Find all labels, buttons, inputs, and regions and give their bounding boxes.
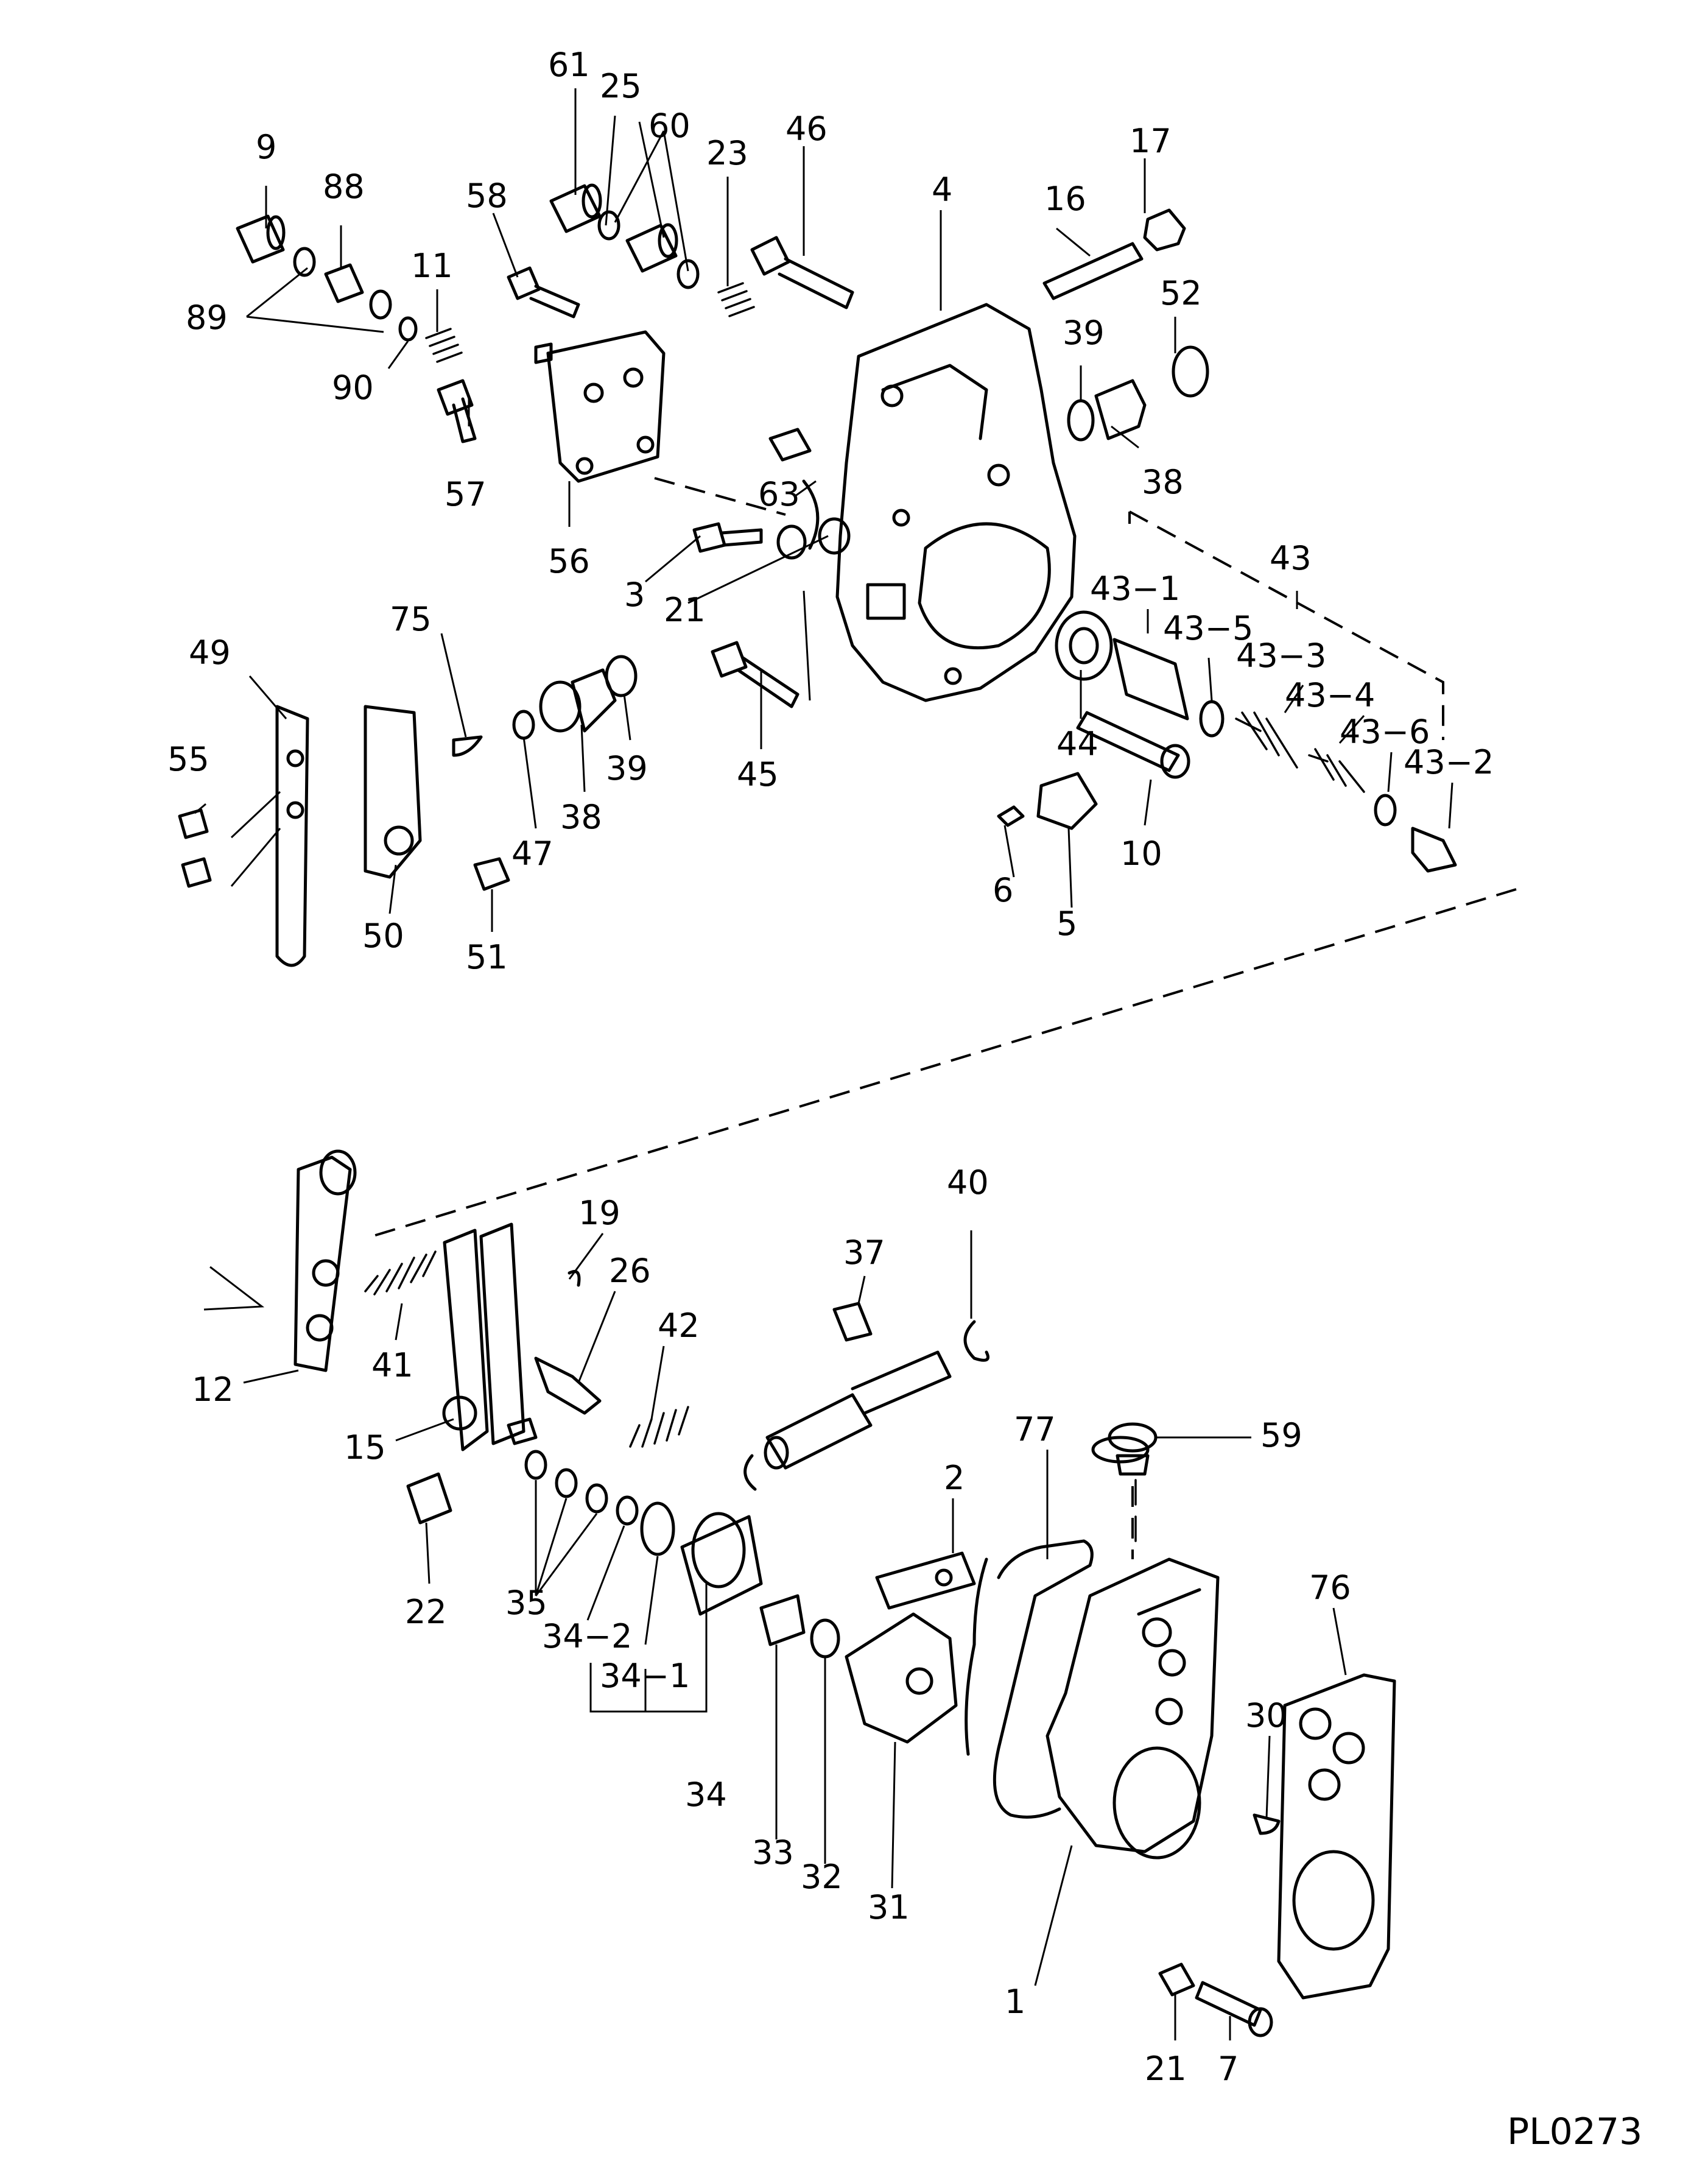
callout-15: 15 xyxy=(344,1428,386,1467)
callout-3: 3 xyxy=(624,576,645,614)
callout-49: 49 xyxy=(189,633,231,672)
callout-46: 46 xyxy=(785,110,828,148)
callout-16: 16 xyxy=(1044,180,1086,218)
callout-42: 42 xyxy=(658,1306,700,1345)
callout-90: 90 xyxy=(332,368,374,407)
callout-9: 9 xyxy=(256,128,276,166)
shaft-37 xyxy=(764,1302,952,1470)
callout-2: 2 xyxy=(944,1459,965,1497)
callout-38-upper: 38 xyxy=(1142,463,1184,501)
clip-bolt-washer-63-3-21 xyxy=(692,428,851,560)
nut-bolt-21-7 xyxy=(1158,1962,1273,2037)
callout-39-upper: 39 xyxy=(1063,314,1105,352)
callout-34-1: 34−1 xyxy=(600,1657,690,1695)
callout-43: 43 xyxy=(1270,539,1312,577)
callout-17: 17 xyxy=(1130,122,1172,160)
callout-21-upper: 21 xyxy=(664,591,706,629)
callout-40: 40 xyxy=(947,1163,989,1202)
pin-plug-seal-upper-right xyxy=(1042,208,1209,442)
callout-59: 59 xyxy=(1260,1416,1302,1454)
callout-43-4: 43−4 xyxy=(1285,676,1375,714)
callout-63: 63 xyxy=(758,475,800,513)
callout-6: 6 xyxy=(993,871,1013,909)
callout-22: 22 xyxy=(405,1593,447,1631)
spring-assembly-43 xyxy=(1055,610,1457,873)
bolt-45 xyxy=(711,641,800,708)
callout-4: 4 xyxy=(932,171,952,209)
assembly-lines xyxy=(203,477,1517,1559)
lever-assembly-15 xyxy=(442,1222,538,1451)
callout-44: 44 xyxy=(1056,725,1098,763)
lever-12 xyxy=(293,1149,357,1372)
callout-43-2: 43−2 xyxy=(1404,743,1494,781)
callout-39-lower: 39 xyxy=(606,749,648,788)
callout-76: 76 xyxy=(1309,1568,1351,1607)
shaft-block-pin-10-5-6 xyxy=(997,711,1190,830)
callout-43-6: 43−6 xyxy=(1340,713,1430,751)
plug-59 xyxy=(1108,1422,1158,1542)
key-30 xyxy=(1253,1813,1281,1835)
gasket-76 xyxy=(1277,1673,1396,2000)
callout-35: 35 xyxy=(505,1584,547,1622)
pump-housing-1 xyxy=(1046,1436,1220,1860)
callout-56: 56 xyxy=(548,542,590,580)
gasket-77 xyxy=(965,1539,1094,1819)
callout-10: 10 xyxy=(1120,834,1162,873)
bracket-2 xyxy=(875,1551,976,1610)
callout-34-2: 34−2 xyxy=(542,1617,632,1655)
callout-21-lower: 21 xyxy=(1145,2050,1187,2088)
callout-30: 30 xyxy=(1245,1696,1287,1735)
callout-1: 1 xyxy=(1005,1983,1025,2021)
callout-43-5: 43−5 xyxy=(1163,609,1253,647)
callout-31: 31 xyxy=(868,1888,910,1927)
callout-55: 55 xyxy=(167,740,209,778)
callout-25: 25 xyxy=(600,67,642,105)
callout-52: 52 xyxy=(1160,274,1202,312)
callout-32: 32 xyxy=(801,1858,843,1896)
fittings-9-88-89-90 xyxy=(236,214,418,342)
callout-37: 37 xyxy=(843,1233,885,1272)
part-drawings xyxy=(178,183,1457,2037)
callout-61: 61 xyxy=(548,46,590,84)
callout-38-lower: 38 xyxy=(560,798,602,836)
callout-51: 51 xyxy=(466,938,508,976)
callout-75: 75 xyxy=(390,600,432,638)
callout-7: 7 xyxy=(1218,2050,1239,2088)
governor-housing-4 xyxy=(835,303,1077,702)
callout-34: 34 xyxy=(685,1775,727,1814)
bushing-oring-washer-38-39-47 xyxy=(512,655,638,740)
callout-57: 57 xyxy=(445,475,487,513)
callout-88: 88 xyxy=(323,167,365,206)
callout-labels: 9 88 89 90 11 57 58 56 61 25 60 23 46 4 … xyxy=(167,46,1642,2153)
callout-77: 77 xyxy=(1014,1410,1056,1448)
callout-12: 12 xyxy=(192,1370,234,1409)
callout-43-3: 43−3 xyxy=(1236,636,1326,675)
weight-assembly-31-35 xyxy=(406,1450,958,1744)
fittings-61-25-60 xyxy=(549,183,700,289)
callout-58: 58 xyxy=(466,177,508,215)
callout-47: 47 xyxy=(511,834,554,873)
callout-41: 41 xyxy=(371,1346,413,1384)
callout-43-1: 43−1 xyxy=(1090,569,1180,608)
callout-23: 23 xyxy=(706,134,748,172)
callout-33: 33 xyxy=(752,1833,794,1872)
callout-19: 19 xyxy=(578,1194,620,1232)
callout-50: 50 xyxy=(362,917,404,955)
callout-26: 26 xyxy=(609,1252,651,1290)
callout-89: 89 xyxy=(186,298,228,337)
callout-45: 45 xyxy=(737,755,779,794)
callout-5: 5 xyxy=(1056,904,1077,943)
bolts-and-studs-upper xyxy=(425,236,854,443)
callout-60: 60 xyxy=(648,107,691,145)
bracket-lever-49-50-55-75-51 xyxy=(178,705,510,967)
springs-41-42 xyxy=(364,1250,689,1448)
cover-plate-56 xyxy=(534,330,666,483)
clip-plate-19-26 xyxy=(534,1270,602,1415)
drawing-code: PL0273 xyxy=(1507,2110,1642,2153)
leader-lines xyxy=(194,88,1453,2040)
callout-11: 11 xyxy=(411,247,453,285)
clips-40 xyxy=(743,1320,989,1491)
